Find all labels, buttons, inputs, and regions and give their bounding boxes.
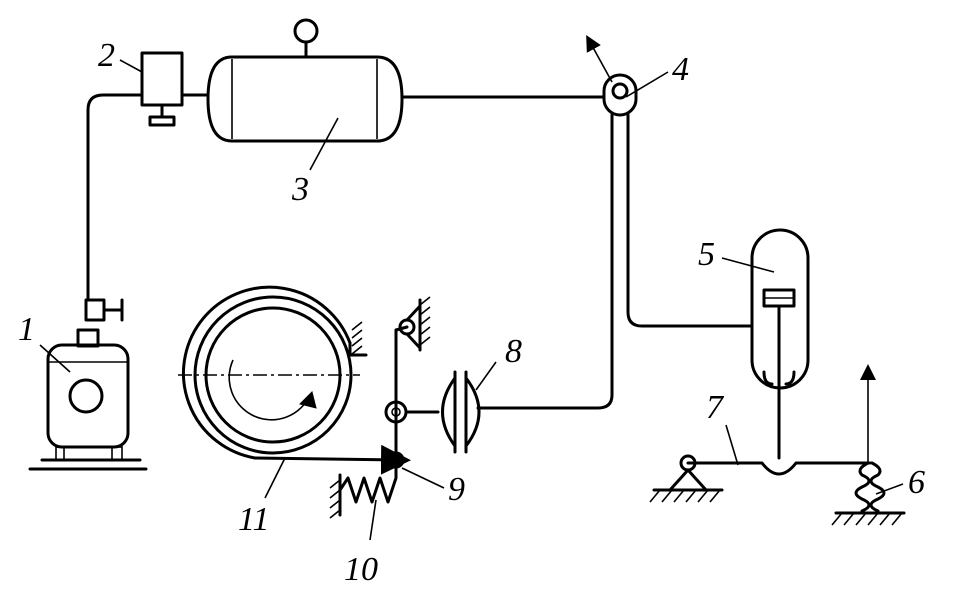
- air-receiver-tank: [206, 18, 404, 143]
- label-2: 2: [98, 37, 115, 74]
- leader-lines: [39, 59, 904, 541]
- brake-arm-9: [384, 296, 431, 469]
- label-11: 11: [238, 501, 269, 538]
- label-4: 4: [672, 51, 689, 88]
- label-7: 7: [706, 389, 725, 426]
- label-8: 8: [505, 333, 522, 370]
- label-5: 5: [698, 236, 715, 273]
- compressor: [28, 328, 148, 471]
- spring-10: [329, 461, 398, 519]
- return-spring-6: [831, 364, 906, 526]
- outlet-valve: [84, 298, 124, 322]
- brake-valve: [586, 34, 638, 117]
- brake-lever: [649, 454, 872, 503]
- label-9: 9: [448, 471, 465, 508]
- label-3: 3: [291, 171, 309, 208]
- brake-cylinder: [750, 228, 810, 460]
- label-6: 6: [908, 464, 925, 501]
- brake-drum: [178, 285, 411, 475]
- air-pipes: [86, 93, 754, 410]
- label-10: 10: [344, 551, 378, 588]
- part-labels: 1 2 3 4 5 6 7 8 9 10 11: [18, 37, 925, 588]
- label-1: 1: [18, 311, 35, 348]
- brake-chamber-8: [404, 370, 481, 454]
- pressure-regulator: [140, 51, 184, 127]
